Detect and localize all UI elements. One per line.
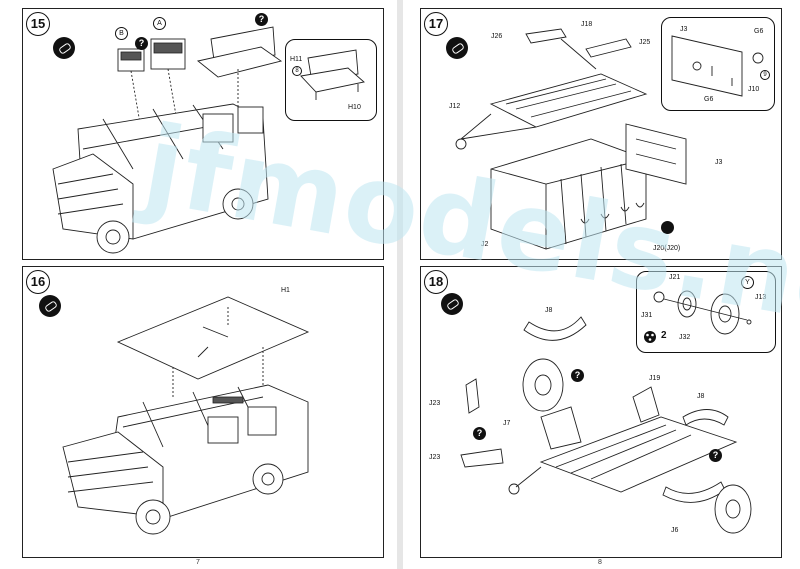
part-label-h1: H1 — [281, 287, 290, 294]
part-label-j3: J3 — [715, 159, 723, 166]
question-icon: ? — [255, 13, 268, 26]
wheel-detail-inset: J21 J31 J32 J13 Y 2 — [636, 271, 776, 353]
flip-over-icon — [661, 221, 674, 234]
part-label-j23-bottom: J23 — [429, 454, 441, 461]
part-label-j8: J8 — [545, 307, 553, 314]
part-callout-a: A — [153, 17, 166, 30]
part-label-j13: J13 — [755, 294, 767, 301]
question-icon: ? — [571, 369, 584, 382]
seat-detail-drawing — [300, 49, 365, 100]
part-label-j25: J25 — [639, 39, 651, 46]
make-two-icon — [644, 331, 656, 343]
part-label-j10: J10 — [748, 86, 760, 93]
part-label-j26: J26 — [491, 33, 503, 40]
part-callout-b: B — [115, 27, 128, 40]
step-16-panel: 16 H1 — [22, 266, 384, 558]
cement-icon — [53, 37, 75, 59]
cement-icon — [441, 293, 463, 315]
part-label-g6-top: G6 — [754, 28, 764, 35]
part-label-j23-top: J23 — [429, 400, 441, 407]
question-icon: ? — [709, 449, 722, 462]
part-label-g6-bottom: G6 — [704, 96, 714, 103]
page-gutter — [397, 0, 403, 569]
part-label-h11: H11 — [290, 56, 303, 63]
trailer-assembly-illustration — [460, 316, 752, 534]
step-number: 15 — [26, 12, 50, 36]
step-15-panel: 15 B A ? ? H11 8 H10 — [22, 8, 384, 260]
part-label-j19: J19 — [649, 375, 661, 382]
page-number-right: 8 — [598, 559, 602, 566]
trailer-frame-illustration — [455, 28, 687, 250]
cement-icon — [446, 37, 468, 59]
part-label-j8-right: J8 — [697, 393, 705, 400]
part-label-h10: H10 — [348, 104, 361, 111]
question-icon: ? — [135, 37, 148, 50]
quantity-label: 2 — [661, 330, 667, 341]
question-icon: ? — [473, 427, 486, 440]
tailgate-detail-drawing — [671, 35, 764, 97]
cement-icon — [39, 295, 61, 317]
tailgate-detail-inset: J3 G6 G6 J10 9 — [661, 17, 775, 111]
jeep-illustration — [52, 26, 283, 254]
step-17-panel: 17 J26 J18 J25 J12 J3 J2 J20(J20) J3 — [420, 8, 782, 260]
seat-detail-inset: H11 8 H10 — [285, 39, 377, 121]
part-callout-y: Y — [741, 276, 754, 289]
part-label-j21: J21 — [669, 274, 681, 281]
sub-callout: 8 — [292, 66, 302, 76]
part-label-j18: J18 — [581, 21, 593, 28]
jeep-with-roof-illustration — [62, 296, 310, 535]
part-label-j31: J31 — [641, 312, 653, 319]
step-number: 18 — [424, 270, 448, 294]
step-number: 17 — [424, 12, 448, 36]
wheel-detail-drawing — [653, 290, 752, 335]
step-18-panel: 18 J8 J23 J23 J7 J19 J8 J6 ? ? ? — [420, 266, 782, 558]
part-label-j12: J12 — [449, 103, 461, 110]
page-number-left: 7 — [196, 559, 200, 566]
part-label-j20: J20(J20) — [653, 245, 681, 252]
part-label-j7: J7 — [503, 420, 511, 427]
part-label-j3-inset: J3 — [680, 26, 688, 33]
part-label-j6: J6 — [671, 527, 679, 534]
part-label-j2: J2 — [481, 241, 489, 248]
sub-callout: 9 — [760, 70, 770, 80]
step-number: 16 — [26, 270, 50, 294]
part-label-j32: J32 — [679, 334, 691, 341]
